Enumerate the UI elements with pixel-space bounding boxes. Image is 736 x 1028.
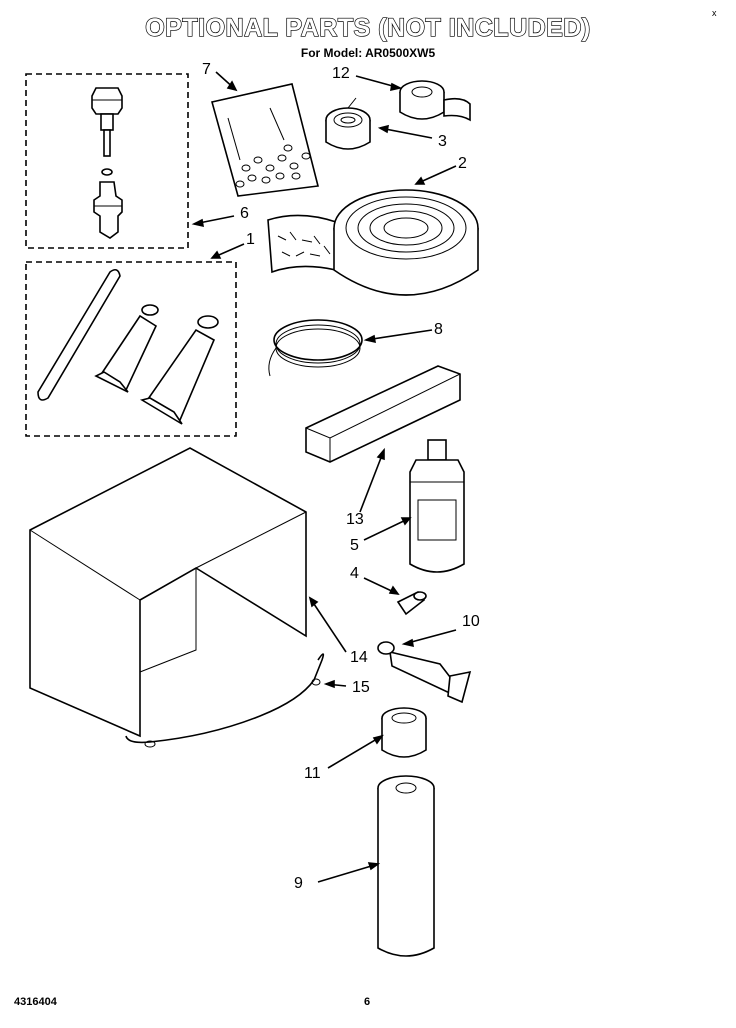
callout-6: 6: [240, 205, 249, 222]
part-1-sealant-kit: [25, 261, 237, 437]
document-number: 4316404: [14, 996, 57, 1008]
page-number: 6: [364, 996, 371, 1008]
callout-12: 12: [332, 65, 350, 82]
part-9-aerosol-can: [377, 775, 435, 957]
part-5-bottle: [409, 439, 465, 573]
callout-15: 15: [352, 679, 370, 696]
callout-11: 11: [304, 765, 321, 782]
callout-9: 9: [294, 875, 303, 892]
part-15-hook-cord: [125, 653, 325, 748]
callout-4: 4: [350, 565, 359, 582]
callout-1: 1: [246, 231, 255, 248]
part-8-wire-coil: [268, 319, 363, 377]
part-6-fitting-kit: [25, 73, 189, 249]
part-7-seal-bag: [211, 83, 319, 197]
page-title: OPTIONAL PARTS (NOT INCLUDED): [145, 13, 591, 42]
part-10-tube: [377, 641, 472, 704]
callout-5: 5: [350, 537, 359, 554]
callout-10: 10: [462, 613, 480, 630]
callout-7: 7: [202, 61, 211, 78]
callout-3: 3: [438, 133, 447, 150]
callout-13: 13: [346, 511, 364, 528]
corner-mark: x: [712, 8, 717, 18]
part-12-tape-roll: [399, 80, 471, 122]
callout-14: 14: [350, 649, 368, 666]
callout-leaders: [191, 71, 457, 883]
callout-8: 8: [434, 321, 443, 338]
part-14-cover: [29, 447, 307, 738]
part-13-foam-bar: [305, 365, 461, 463]
part-4-cap: [396, 590, 427, 616]
part-2-foam-tape-roll: [267, 189, 479, 296]
callout-2: 2: [458, 155, 467, 172]
part-3-small-roll: [325, 97, 371, 150]
part-11-cylinder: [381, 707, 427, 758]
model-subtitle: For Model: AR0500XW5: [300, 46, 436, 60]
